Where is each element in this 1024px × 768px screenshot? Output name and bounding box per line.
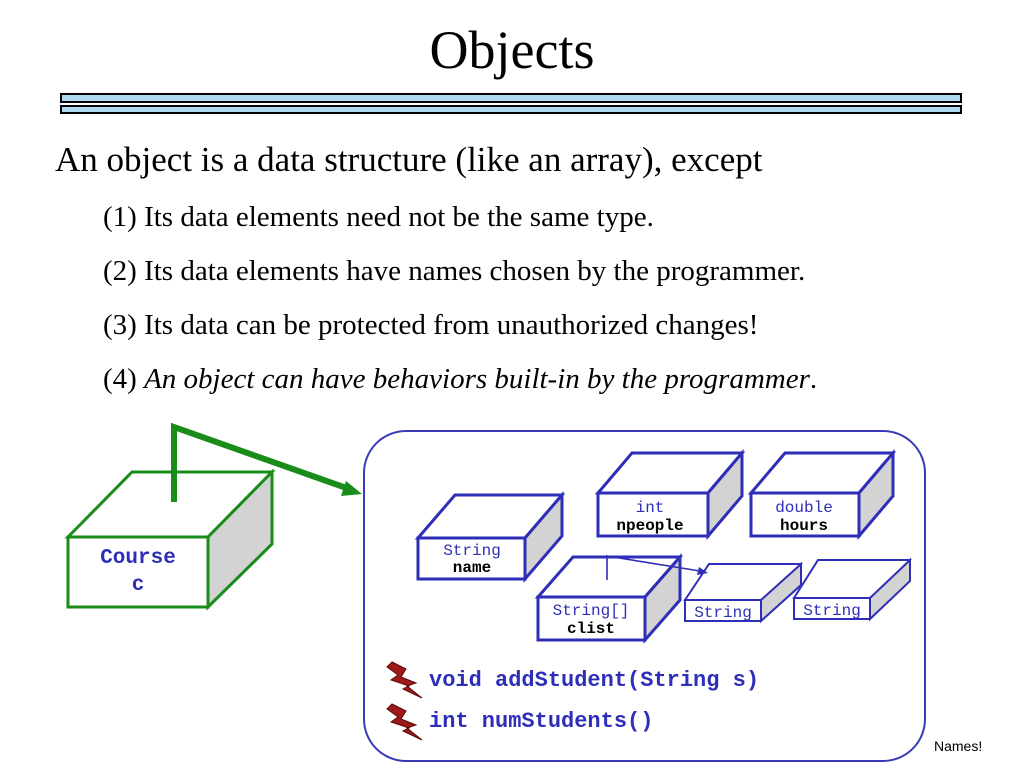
array-element-type-label: String: [803, 602, 861, 620]
array-element-box: String: [683, 561, 803, 624]
method-add-student: void addStudent(String s): [429, 668, 760, 693]
point-number: (3): [103, 309, 137, 341]
lightning-icon: [386, 661, 423, 699]
point-text: An object can have behaviors built-in by…: [144, 363, 810, 395]
object-panel: [363, 430, 926, 762]
footnote: Names!: [934, 738, 983, 754]
field-type-label: int: [636, 499, 665, 517]
field-box-name: String name: [414, 490, 566, 584]
object-type-label: Course: [100, 547, 176, 570]
field-name-label: npeople: [616, 517, 683, 535]
point-number: (4): [103, 363, 137, 395]
method-num-students: int numStudents(): [429, 709, 654, 734]
field-type-label: String: [443, 542, 501, 560]
title-rule-upper: [60, 93, 962, 103]
point-text: Its data elements have names chosen by t…: [144, 255, 806, 287]
field-type-label: double: [775, 499, 833, 517]
field-name-label: name: [453, 559, 491, 577]
point-number: (2): [103, 255, 137, 287]
point-1: (1) Its data elements need not be the sa…: [103, 198, 654, 236]
field-box-clist: String[] clist: [534, 553, 684, 644]
title-rule-lower: [60, 105, 962, 114]
field-type-label: String[]: [553, 602, 630, 620]
intro-text: An object is a data structure (like an a…: [55, 140, 763, 179]
reference-arrow: [171, 422, 362, 502]
field-box-npeople: int npeople: [594, 448, 746, 541]
point-number: (1): [103, 201, 137, 233]
array-element-type-label: String: [694, 604, 752, 622]
array-element-box: String: [792, 557, 912, 622]
point-4: (4) An object can have behaviors built-i…: [103, 360, 817, 398]
field-name-label: hours: [780, 517, 828, 535]
field-box-hours: double hours: [747, 448, 897, 541]
point-2: (2) Its data elements have names chosen …: [103, 252, 805, 290]
slide-title: Objects: [429, 20, 595, 80]
point-text: Its data can be protected from unauthori…: [144, 309, 759, 341]
point-3: (3) Its data can be protected from unaut…: [103, 306, 758, 344]
array-reference-arrow: [606, 555, 708, 580]
object-var-label: c: [132, 574, 145, 597]
field-name-label: clist: [567, 620, 615, 638]
lightning-icon: [386, 703, 423, 741]
point-trail: .: [809, 363, 818, 395]
point-text: Its data elements need not be the same t…: [144, 201, 654, 233]
course-object-box: Course c: [64, 468, 276, 611]
